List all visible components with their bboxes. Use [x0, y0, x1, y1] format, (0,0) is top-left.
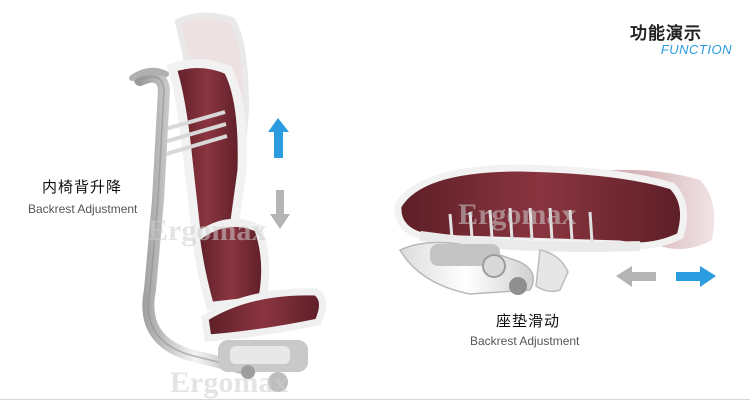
arrow-left-icon — [616, 266, 656, 287]
arrow-up-icon — [268, 118, 289, 158]
arrow-right-icon — [676, 266, 716, 287]
arrow-down-icon — [270, 190, 290, 229]
section-subtitle: FUNCTION — [660, 42, 732, 57]
watermark-logo: Ergomax — [148, 214, 266, 247]
backrest-caption-cn: 内椅背升降 — [42, 178, 123, 196]
section-header: 功能演示 FUNCTION — [570, 0, 750, 120]
seat-slide-illustration — [394, 164, 715, 295]
section-title: 功能演示 — [630, 24, 702, 44]
watermark-logo: Ergomax — [170, 366, 288, 399]
backrest-chair-illustration — [129, 12, 326, 392]
backrest-caption-en: Backrest Adjustment — [28, 202, 138, 216]
divider — [0, 399, 750, 400]
seat-caption-en: Backrest Adjustment — [470, 334, 580, 348]
seat-caption-cn: 座垫滑动 — [496, 312, 561, 330]
watermark-logo: Ergomax — [458, 198, 576, 231]
